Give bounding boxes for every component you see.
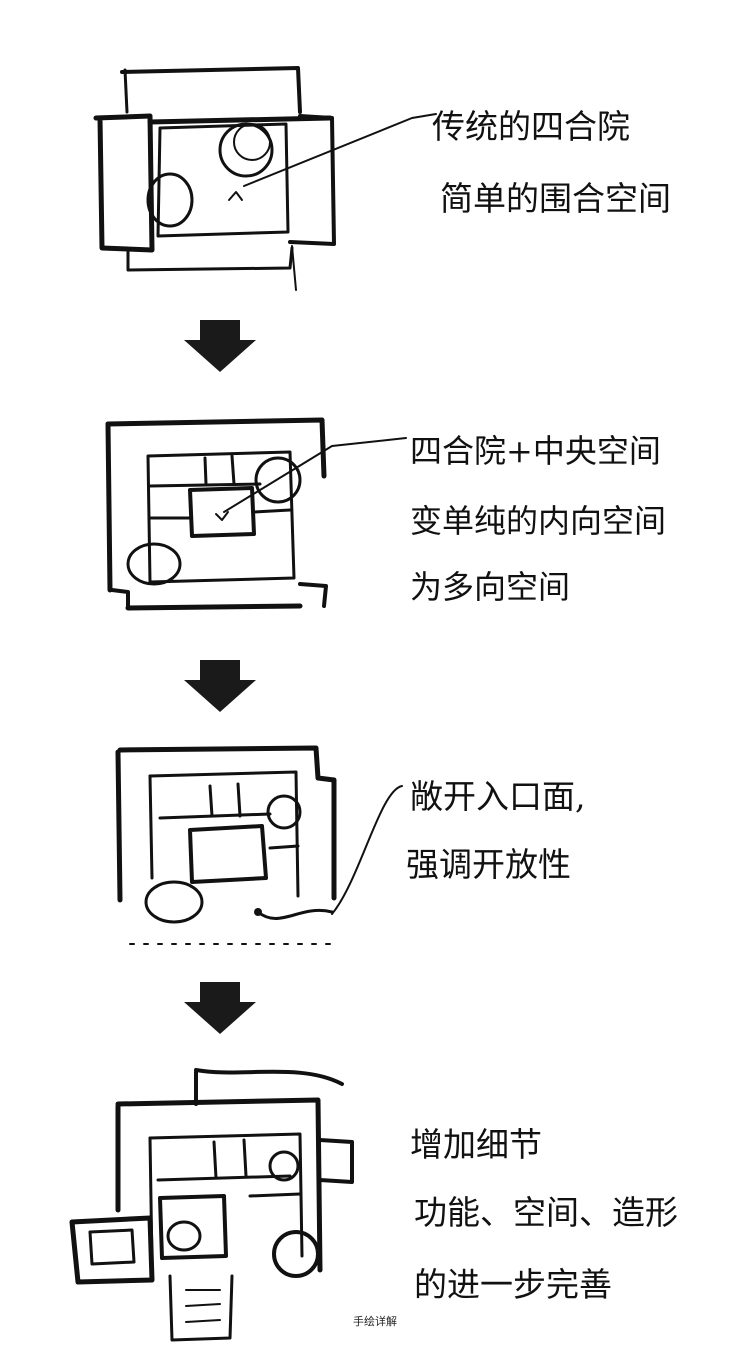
note-line: 功能、空间、造形 [414,1193,678,1232]
arrow-down-icon [184,660,256,712]
note-line: 增加细节 [410,1125,542,1164]
note-stage-3: 敞开入口面, 强调开放性 [406,777,586,884]
note-line: 敞开入口面, [410,777,586,816]
note-line: 强调开放性 [406,845,571,884]
note-line: 为多向空间 [410,568,570,606]
stage-4-sketch [69,1068,354,1342]
note-line: 变单纯的内向空间 [410,502,666,540]
arrow-down-icon [184,982,256,1034]
note-stage-4: 增加细节 功能、空间、造形 的进一步完善 [410,1125,678,1304]
note-stage-1: 传统的四合院 简单的围合空间 [432,107,671,218]
note-line: 的进一步完善 [414,1265,612,1304]
stage-1-sketch [93,66,437,291]
caption: 手绘详解 [353,1315,397,1328]
note-line: 传统的四合院 [432,107,630,146]
note-line: 简单的围合空间 [440,179,671,218]
stage-3-sketch [115,745,403,945]
stage-2-sketch [105,417,407,611]
note-line: 四合院+中央空间 [410,432,661,470]
arrow-down-icon [184,320,256,372]
note-stage-2: 四合院+中央空间 变单纯的内向空间 为多向空间 [410,432,666,606]
